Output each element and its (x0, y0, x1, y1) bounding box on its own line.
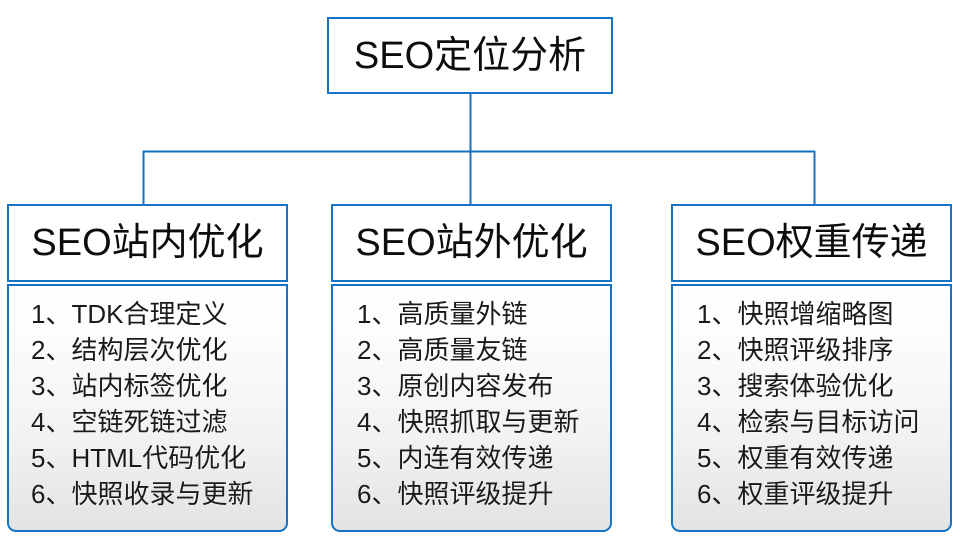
list-item: 5、权重有效传递 (697, 443, 894, 473)
branch-column-1: SEO站内优化 1、TDK合理定义 2、结构层次优化 3、站内标签优化 4、空链… (7, 204, 288, 532)
list-item: 1、TDK合理定义 (31, 299, 228, 329)
branch-header-label-1: SEO站内优化 (31, 222, 264, 264)
branch-header-1[interactable]: SEO站内优化 (7, 204, 288, 282)
branch-list-3: 1、快照增缩略图 2、快照评级排序 3、搜索体验优化 4、检索与目标访问 5、权… (671, 284, 952, 532)
list-item: 4、空链死链过滤 (31, 407, 228, 437)
list-item: 3、站内标签优化 (31, 371, 228, 401)
list-item: 6、快照评级提升 (357, 479, 554, 509)
branch-header-label-3: SEO权重传递 (695, 222, 928, 264)
branch-header-2[interactable]: SEO站外优化 (331, 204, 612, 282)
list-item: 6、快照收录与更新 (31, 479, 254, 509)
list-item: 2、结构层次优化 (31, 335, 228, 365)
list-item: 2、快照评级排序 (697, 335, 894, 365)
branch-list-2: 1、高质量外链 2、高质量友链 3、原创内容发布 4、快照抓取与更新 5、内连有… (331, 284, 612, 532)
list-item: 3、原创内容发布 (357, 371, 554, 401)
branch-header-3[interactable]: SEO权重传递 (671, 204, 952, 282)
root-node-label: SEO定位分析 (353, 34, 587, 77)
branch-column-2: SEO站外优化 1、高质量外链 2、高质量友链 3、原创内容发布 4、快照抓取与… (331, 204, 612, 532)
branch-column-3: SEO权重传递 1、快照增缩略图 2、快照评级排序 3、搜索体验优化 4、检索与… (671, 204, 952, 532)
list-item: 6、权重评级提升 (697, 479, 894, 509)
list-item: 1、高质量外链 (357, 299, 528, 329)
list-item: 4、快照抓取与更新 (357, 407, 580, 437)
branch-header-label-2: SEO站外优化 (355, 222, 588, 264)
root-node[interactable]: SEO定位分析 (327, 17, 613, 94)
branch-list-1: 1、TDK合理定义 2、结构层次优化 3、站内标签优化 4、空链死链过滤 5、H… (7, 284, 288, 532)
list-item: 3、搜索体验优化 (697, 371, 894, 401)
list-item: 2、高质量友链 (357, 335, 528, 365)
list-item: 5、HTML代码优化 (31, 443, 247, 473)
list-item: 1、快照增缩略图 (697, 299, 894, 329)
list-item: 4、检索与目标访问 (697, 407, 920, 437)
list-item: 5、内连有效传递 (357, 443, 554, 473)
